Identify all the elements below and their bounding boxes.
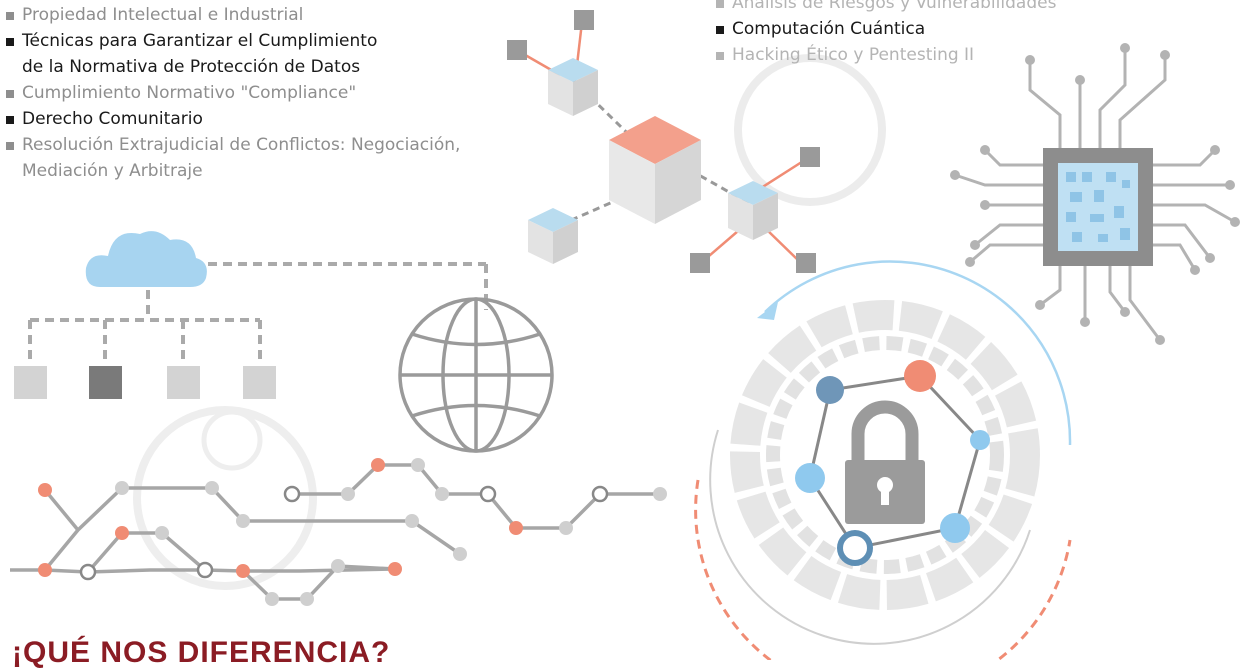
cube-network-icon [507,10,820,273]
padlock-icon [795,360,990,566]
security-ring [694,260,1072,660]
network-node [14,366,47,399]
right-course-list: Análisis de Riesgos y Vulnerabilidades C… [716,0,1116,68]
network-node [243,366,276,399]
faint-circle [734,54,886,206]
cloud-icon [85,231,207,287]
list-item: Análisis de Riesgos y Vulnerabilidades [716,0,1116,16]
list-item: Derecho Comunitario [6,106,526,132]
microchip-icon [950,43,1240,345]
list-item: Resolución Extrajudicial de Conflictos: … [6,132,526,158]
list-item: Computación Cuántica [716,16,1116,42]
globe-icon [398,297,554,453]
left-course-list: Propiedad Intelectual e Industrial Técni… [6,2,526,184]
list-item: Cumplimiento Normativo "Compliance" [6,80,526,106]
circuit-lines-icon [10,458,667,606]
network-node [167,366,200,399]
section-heading: ¡QUÉ NOS DIFERENCIA? [12,636,391,669]
list-item: Hacking Ético y Pentesting II [716,42,1116,68]
network-node [89,366,122,399]
list-item-continuation: de la Normativa de Protección de Datos [22,57,361,77]
faint-circle [201,409,263,471]
list-item: Técnicas para Garantizar el Cumplimiento [6,28,526,54]
list-item-continuation: Mediación y Arbitraje [22,161,203,181]
list-item: Propiedad Intelectual e Industrial [6,2,526,28]
faint-circle [133,406,317,590]
